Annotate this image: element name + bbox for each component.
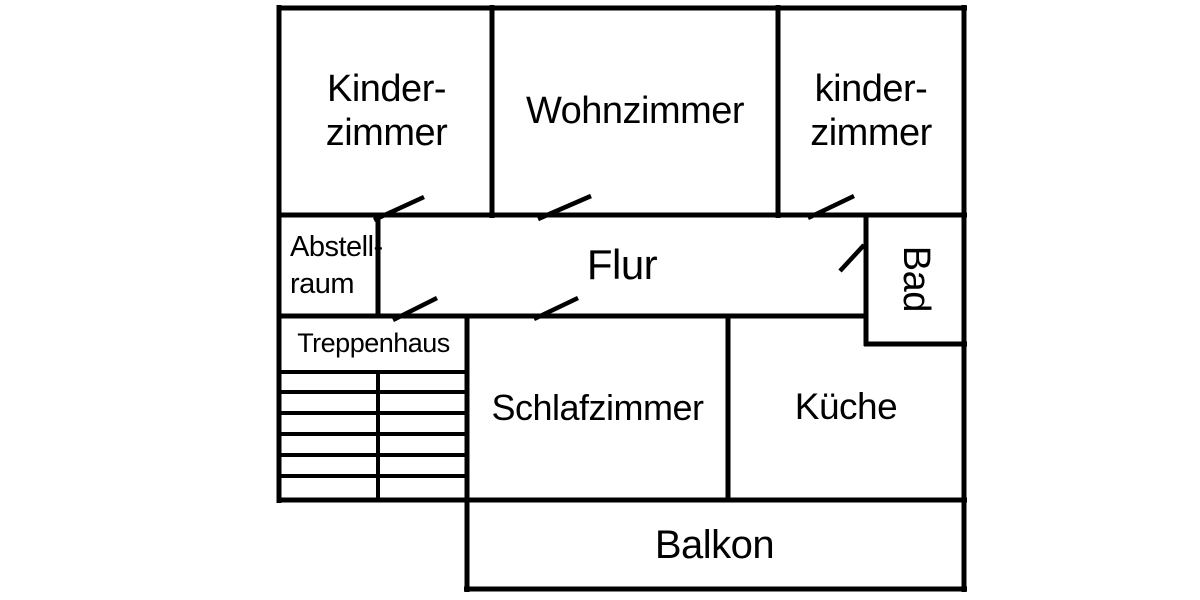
room-label-flur: Flur bbox=[381, 218, 863, 313]
room-label-treppenhaus-text: Treppenhaus bbox=[297, 327, 450, 358]
room-label-kinderzimmer-right-line2: zimmer bbox=[810, 112, 932, 154]
room-label-kinderzimmer-right-line1: kinder- bbox=[814, 68, 928, 111]
room-label-kinderzimmer-left-line2: zimmer bbox=[325, 112, 448, 154]
door-mark-kinderzimmer-left bbox=[373, 194, 425, 223]
room-label-kinderzimmer-left-line1: Kinder- bbox=[327, 68, 447, 111]
room-label-kueche: Küche bbox=[731, 318, 961, 497]
room-label-schlafzimmer-text: Schlafzimmer bbox=[491, 386, 704, 428]
room-label-bad-text: Bad bbox=[894, 245, 937, 313]
room-label-kueche-text: Küche bbox=[794, 386, 898, 428]
room-label-abstellraum: Abstell- raum bbox=[284, 219, 383, 313]
room-label-wohnzimmer-text: Wohnzimmer bbox=[525, 90, 745, 133]
room-label-abstellraum-line2: raum bbox=[290, 268, 355, 300]
room-label-treppenhaus: Treppenhaus bbox=[282, 318, 465, 369]
room-label-kinderzimmer-right: kinder- zimmer bbox=[781, 12, 961, 212]
door-mark-treppenhaus-flur bbox=[391, 295, 439, 323]
room-label-schlafzimmer: Schlafzimmer bbox=[470, 318, 725, 497]
room-label-kinderzimmer-left: Kinder- zimmer bbox=[284, 12, 489, 212]
room-label-flur-text: Flur bbox=[586, 241, 658, 289]
room-label-wohnzimmer: Wohnzimmer bbox=[495, 12, 775, 212]
door-mark-bad bbox=[838, 243, 866, 273]
door-mark-kinderzimmer-right bbox=[807, 193, 855, 221]
room-label-balkon-text: Balkon bbox=[654, 522, 775, 567]
room-label-balkon: Balkon bbox=[467, 503, 962, 586]
door-mark-schlafzimmer bbox=[533, 295, 579, 322]
room-label-abstellraum-line1: Abstell- bbox=[290, 230, 383, 263]
door-mark-wohnzimmer bbox=[537, 193, 592, 222]
